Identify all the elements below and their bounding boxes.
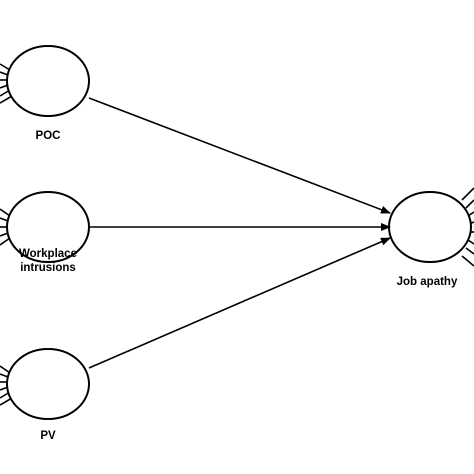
job-apathy-label: Job apathy xyxy=(396,276,458,288)
pv-label: PV xyxy=(40,430,56,442)
workplace-intrusions-label: Workplace intrusions xyxy=(19,248,77,274)
edge-pv-to-job-apathy xyxy=(88,237,391,369)
pv-node xyxy=(6,348,90,420)
poc-label: POC xyxy=(35,130,61,142)
edge-poc-to-job-apathy xyxy=(88,97,391,214)
job-apathy-node xyxy=(388,191,472,263)
poc-node xyxy=(6,45,90,117)
